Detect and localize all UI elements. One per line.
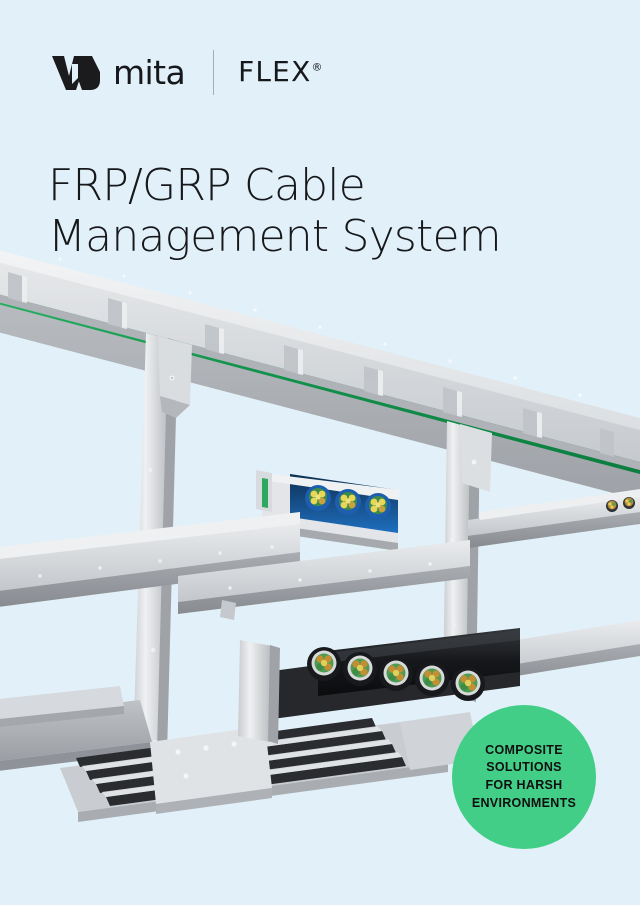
badge-line-2: SOLUTIONS (486, 760, 562, 775)
page-title: FRP/GRP Cable Management System (48, 161, 608, 261)
product-line-label: FLEX (238, 55, 312, 88)
brand-wordmark: mita (113, 52, 186, 92)
badge-line-3: FOR HARSH (485, 778, 563, 792)
page-title-line-1: FRP/GRP Cable (48, 160, 366, 212)
brand-divider (213, 49, 215, 95)
badge-line-1: COMPOSITE (485, 742, 563, 757)
status-badge: COMPOSITE SOLUTIONS FOR HARSH ENVIRONMEN… (452, 705, 596, 849)
registered-trademark-symbol: ® (311, 60, 323, 74)
product-line-name: FLEX® (238, 58, 322, 86)
mita-w-logo-icon (50, 54, 102, 90)
page-title-line-2: Management System (48, 210, 502, 262)
badge-line-4: ENVIRONMENTS (471, 795, 577, 810)
brand-lockup: mita FLEX® (50, 48, 322, 96)
